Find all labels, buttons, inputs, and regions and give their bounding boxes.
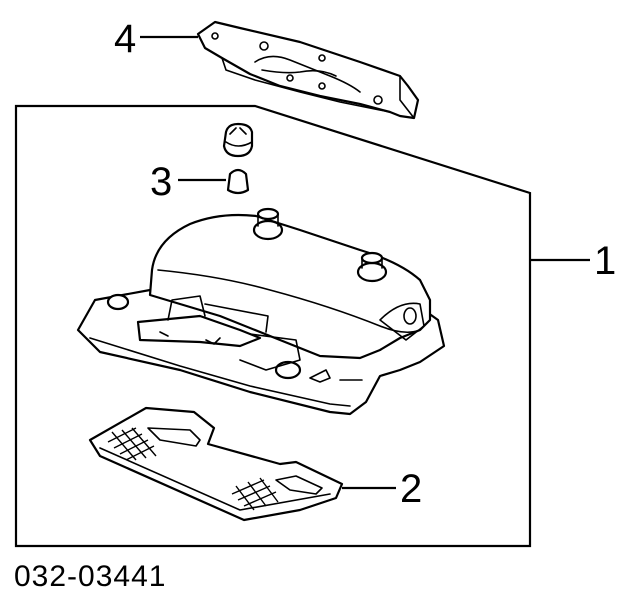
callout-4: 4: [114, 17, 136, 61]
bulb-part: [222, 122, 254, 195]
bracket-part: [196, 20, 420, 120]
lens-part: [88, 406, 344, 522]
callout-3: 3: [150, 160, 172, 204]
assembly-frame: [14, 104, 532, 548]
housing-part: [76, 207, 446, 416]
catalog-number: 032-03441: [14, 560, 166, 593]
callout-2: 2: [400, 467, 422, 511]
callout-1: 1: [594, 239, 616, 283]
